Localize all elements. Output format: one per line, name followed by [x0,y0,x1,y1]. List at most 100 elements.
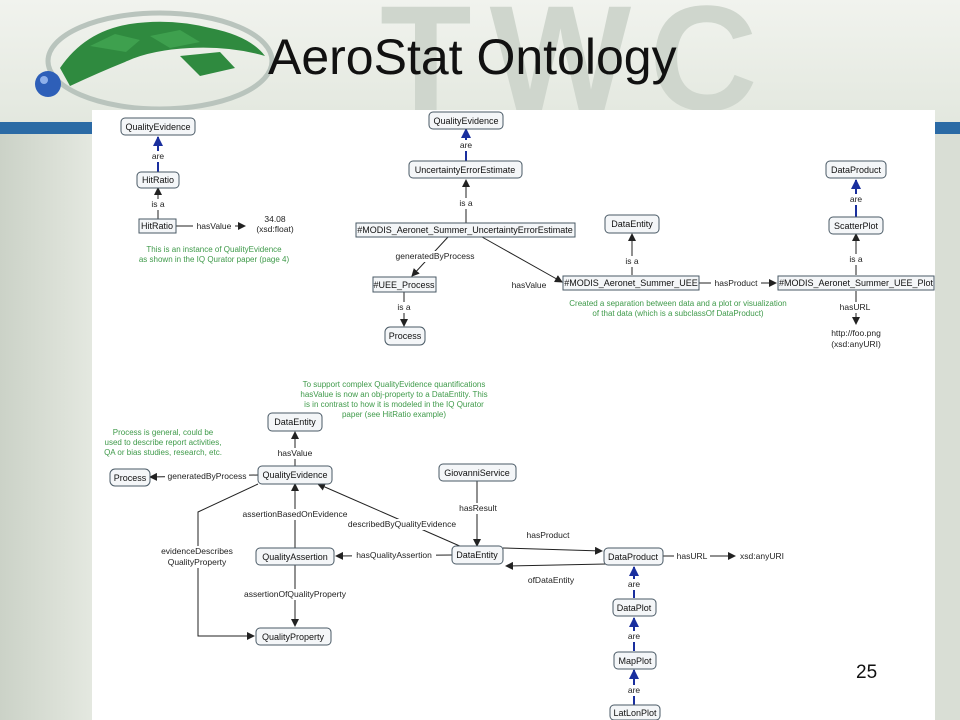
right-background-panel [935,134,960,720]
literal-url-value: http://foo.png (xsd:anyURI) [831,328,881,349]
node-process-top: Process [384,326,426,346]
node-dataproduct-top: DataProduct [825,160,887,179]
node-qualityevidence-main: QualityEvidence [257,465,333,485]
svg-text:ScatterPlot: ScatterPlot [834,221,879,231]
edge-labels: are is a hasValue are is a generatedByPr… [146,140,872,696]
edge-label: are [460,140,473,150]
page-number: 25 [856,662,878,683]
svg-text:http://foo.png: http://foo.png [831,328,881,338]
node-modis-uee: #MODIS_Aeronet_Summer_UEE [562,275,700,291]
note-complex-line1: To support complex QualityEvidence quant… [303,380,486,389]
node-qualityevidence-top-mid: QualityEvidence [428,111,504,130]
edge-label: is a [397,302,411,312]
node-modis-uncertainty-estimate: #MODIS_Aeronet_Summer_UncertaintyErrorEs… [355,222,576,238]
edge-label: are [628,579,641,589]
node-process-left: Process [109,468,151,487]
node-uncertaintyerrorestimate: UncertaintyErrorEstimate [408,160,523,179]
svg-text:DataEntity: DataEntity [456,550,498,560]
edge-hasproduct-2 [502,546,603,555]
edge-label: hasURL [840,302,871,312]
node-dataentity-top: DataEntity [604,214,660,234]
edge-describedbyqualityevidence [317,483,463,548]
note-hitratio-line1: This is an instance of QualityEvidence [146,245,282,254]
svg-text:34.08: 34.08 [264,214,286,224]
edge-label: describedByQualityEvidence [348,519,456,529]
svg-text:MapPlot: MapPlot [618,656,652,666]
edge-label: hasValue [278,448,313,458]
edge-label: hasURL [677,551,708,561]
node-mapplot: MapPlot [613,651,657,670]
diagram-nodes: QualityEvidence HitRatio HitRatio 34.08 … [109,111,935,720]
diagram-notes: This is an instance of QualityEvidence a… [104,245,787,457]
edge-label: hasProduct [527,530,571,540]
edge-label: hasResult [459,503,497,513]
edge-label: hasValue [197,221,232,231]
node-qualityevidence-top-left: QualityEvidence [120,117,196,136]
edge-label: is a [151,199,165,209]
literal-hitratio-value: 34.08 (xsd:float) [256,214,293,234]
svg-text:UncertaintyErrorEstimate: UncertaintyErrorEstimate [415,165,516,175]
edge-label: assertionBasedOnEvidence [243,509,348,519]
edge-label: ofDataEntity [528,575,575,585]
svg-text:#UEE_Process: #UEE_Process [373,280,435,290]
svg-text:xsd:anyURI: xsd:anyURI [740,551,784,561]
note-process-line3: QA or bias studies, research, etc. [104,448,222,457]
edge-label: hasProduct [715,278,759,288]
node-giovanniservice: GiovanniService [438,463,517,482]
node-scatterplot: ScatterPlot [828,216,884,235]
note-separation-line1: Created a separation between data and a … [569,299,786,308]
svg-text:GiovanniService: GiovanniService [444,468,510,478]
node-uee-process: #UEE_Process [372,276,437,293]
svg-text:DataProduct: DataProduct [831,165,882,175]
globe-logo-icon [35,10,275,112]
slide-title: AeroStat Ontology [268,29,677,85]
svg-text:HitRatio: HitRatio [142,175,174,185]
svg-text:Process: Process [389,331,422,341]
svg-text:DataPlot: DataPlot [617,603,652,613]
svg-text:DataEntity: DataEntity [274,417,316,427]
note-process-line1: Process is general, could be [113,428,214,437]
svg-text:Process: Process [114,473,147,483]
edge-label: hasQualityAssertion [356,550,432,560]
svg-text:QualityProperty: QualityProperty [262,632,325,642]
edge-hasvalue-2 [481,236,563,283]
node-dataentity-main: DataEntity [451,545,504,565]
edge-ofdataentity [505,561,607,570]
svg-text:#MODIS_Aeronet_Summer_Uncertai: #MODIS_Aeronet_Summer_UncertaintyErrorEs… [357,225,573,235]
svg-text:QualityEvidence: QualityEvidence [125,122,190,132]
svg-text:#MODIS_Aeronet_Summer_UEE_Plot: #MODIS_Aeronet_Summer_UEE_Plot [779,278,934,288]
edge-label: are [628,685,641,695]
edge-label: evidenceDescribes [161,546,233,556]
svg-text:QualityEvidence: QualityEvidence [433,116,498,126]
note-complex-line4: paper (see HitRatio example) [342,410,446,419]
svg-text:#MODIS_Aeronet_Summer_UEE: #MODIS_Aeronet_Summer_UEE [564,278,698,288]
svg-text:DataEntity: DataEntity [611,219,653,229]
edge-label: generatedByProcess [168,471,247,481]
left-background-panel [0,134,92,720]
edge-label: are [152,151,165,161]
edge-label: is a [625,256,639,266]
slide-header: TWC AeroStat Ontology [0,0,960,142]
node-hitratio-class: HitRatio [136,171,180,189]
node-qualityproperty: QualityProperty [255,627,332,646]
edge-evidencedescribes [197,483,259,640]
edge-label: generatedByProcess [396,251,475,261]
edge-label: hasValue [512,280,547,290]
edge-label: is a [849,254,863,264]
diagram-edges [149,128,861,705]
node-modis-uee-plot: #MODIS_Aeronet_Summer_UEE_Plot [777,275,935,291]
edge-label: are [628,631,641,641]
svg-text:(xsd:float): (xsd:float) [256,224,293,234]
edge-label: assertionOfQualityProperty [244,589,347,599]
edge-label: is a [459,198,473,208]
node-dataproduct-main: DataProduct [603,547,664,566]
node-dataentity-mid: DataEntity [267,412,323,432]
svg-text:(xsd:anyURI): (xsd:anyURI) [831,339,881,349]
edge-label: are [850,194,863,204]
node-qualityassertion: QualityAssertion [255,547,335,566]
note-process-line2: used to describe report activities, [105,438,222,447]
note-hitratio-line2: as shown in the IQ Qurator paper (page 4… [139,255,290,264]
note-separation-line2: of that data (which is a subclassOf Data… [592,309,764,318]
note-complex-line2: hasValue is now an obj-property to a Dat… [300,390,487,399]
note-complex-line3: is in contrast to how it is modeled in t… [304,400,484,409]
